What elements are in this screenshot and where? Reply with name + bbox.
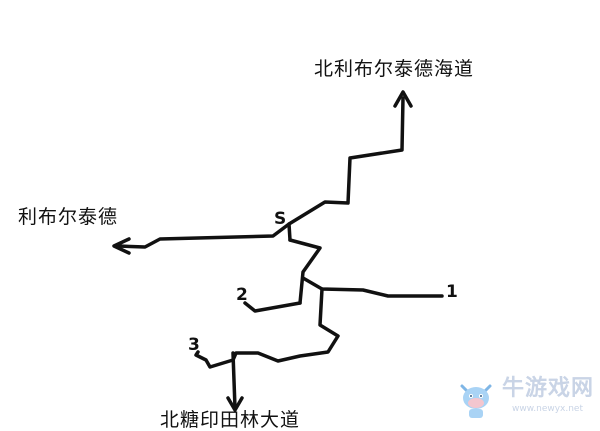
- place-label-north-sea-road: 北利布尔泰德海道: [314, 58, 475, 80]
- watermark-brand-text: 牛游戏网: [502, 376, 595, 401]
- route-to-point-1: [301, 276, 444, 298]
- point-3-label: 3: [188, 335, 200, 355]
- site-watermark: 牛游戏网 www.newyx.net: [452, 372, 598, 424]
- arrow-head-south: [226, 396, 244, 412]
- watermark-url-text: www.newyx.net: [512, 404, 584, 414]
- cow-mascot-icon: [460, 384, 492, 418]
- route-south: [231, 287, 340, 363]
- route-to-libertad: [116, 222, 291, 249]
- point-1-label: 1: [446, 282, 458, 302]
- place-label-libertad: 利布尔泰德: [18, 206, 119, 228]
- arrow-head-west: [112, 237, 131, 255]
- route-to-point-2: [243, 301, 302, 313]
- arrow-head-north: [393, 90, 413, 108]
- place-label-bottom-road: 北糖印田林大道: [160, 409, 301, 431]
- route-to-point-3: [194, 350, 235, 369]
- start-point-label: S: [274, 209, 287, 229]
- point-2-label: 2: [236, 285, 248, 305]
- route-to-north-sea-road: [287, 96, 405, 242]
- route-trunk: [288, 238, 322, 305]
- route-to-bottom-road: [231, 351, 237, 410]
